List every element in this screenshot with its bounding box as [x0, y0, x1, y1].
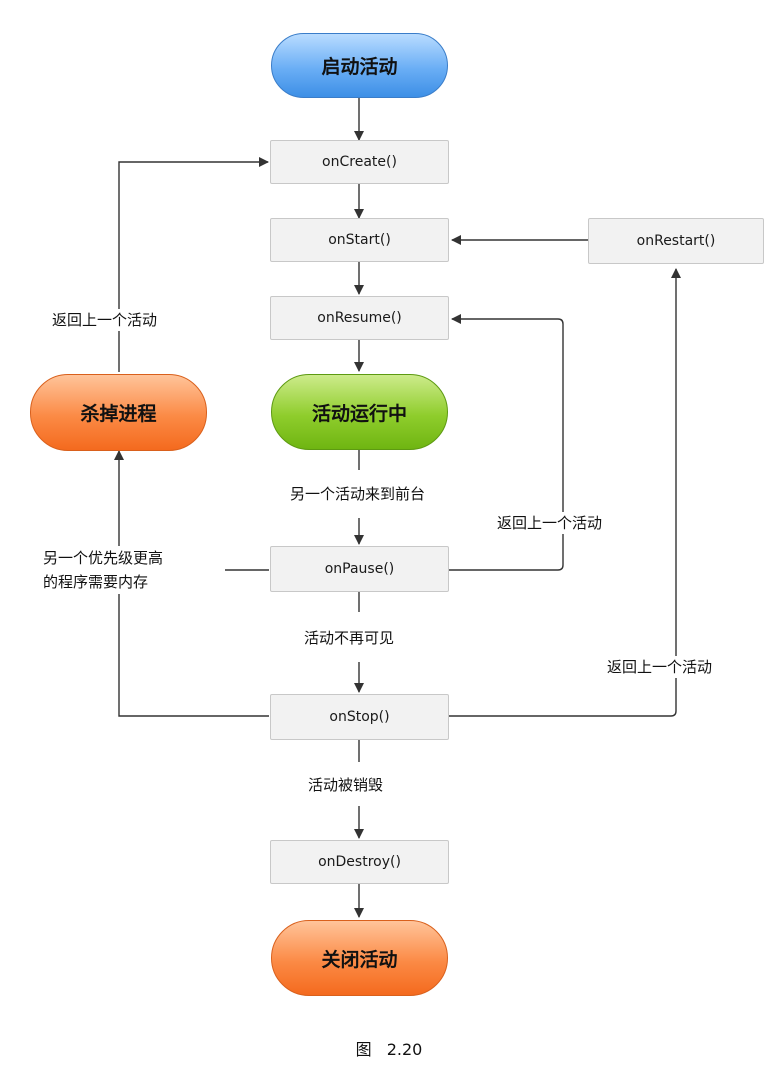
label-back-to-resume: 返回上一个活动	[497, 512, 603, 534]
edge-kill-to-create	[118, 157, 269, 372]
label-back-to-restart: 返回上一个活动	[607, 656, 713, 678]
label-back-to-create: 返回上一个活动	[52, 309, 158, 331]
figure-caption: 图 2.20	[355, 1040, 423, 1059]
label-to-foreground: 另一个活动来到前台	[290, 483, 426, 505]
label-invisible: 活动不再可见	[304, 627, 395, 649]
oncreate-box: onCreate()	[270, 140, 449, 184]
onstart-box: onStart()	[270, 218, 449, 262]
ondestroy-box: onDestroy()	[270, 840, 449, 884]
onpause-box: onPause()	[270, 546, 449, 592]
kill-process-node: 杀掉进程	[30, 374, 207, 451]
onrestart-box: onRestart()	[588, 218, 764, 264]
close-activity-node: 关闭活动	[271, 920, 448, 996]
label-low-memory-line2: 的程序需要内存	[43, 573, 149, 591]
edge-stop-to-kill	[114, 450, 269, 717]
label-low-memory: 另一个优先级更高 的程序需要内存	[43, 546, 164, 594]
onresume-box: onResume()	[270, 296, 449, 340]
label-destroyed: 活动被销毁	[308, 774, 384, 796]
edge-pause-to-resume	[449, 314, 564, 571]
activity-running-node: 活动运行中	[271, 374, 448, 450]
start-activity-node: 启动活动	[271, 33, 448, 98]
onstop-box: onStop()	[270, 694, 449, 740]
edge-stop-to-restart	[449, 268, 681, 717]
label-low-memory-line1: 另一个优先级更高	[43, 549, 164, 567]
